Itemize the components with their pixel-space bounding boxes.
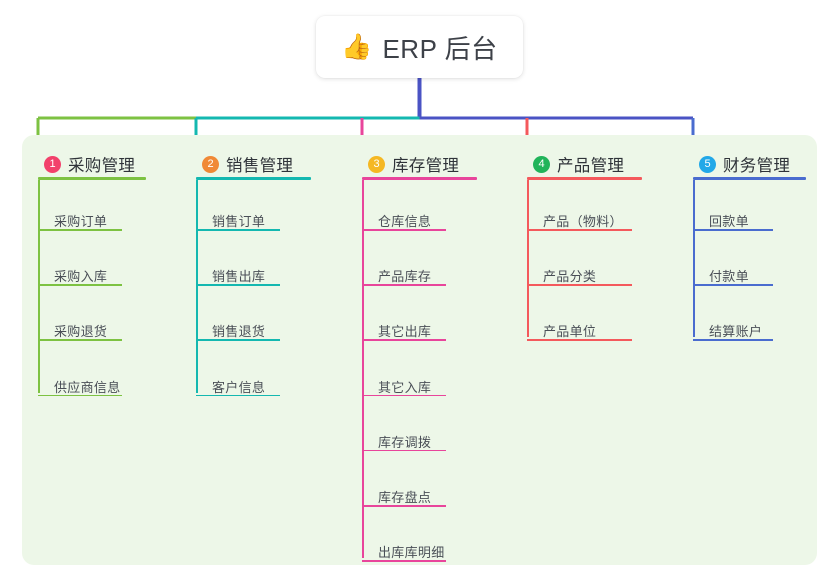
leaf-underline — [196, 394, 280, 397]
column-number-badge: 1 — [44, 155, 61, 173]
thumbs-up-icon: 👍 — [341, 32, 373, 61]
leaf-underline — [527, 339, 632, 341]
leaf-item[interactable]: 产品单位 — [543, 324, 597, 340]
leaf-underline — [38, 229, 122, 231]
column-underline — [38, 177, 146, 180]
leaf-item[interactable]: 其它入库 — [378, 379, 432, 395]
column-spine — [38, 180, 40, 393]
leaf-underline — [362, 449, 446, 452]
leaf-underline — [527, 284, 632, 286]
leaf-item[interactable]: 产品库存 — [378, 269, 432, 285]
leaf-underline — [362, 394, 446, 397]
leaf-underline — [527, 229, 632, 231]
column-spine — [196, 180, 198, 393]
column-title: 产品管理 — [557, 157, 625, 175]
leaf-item[interactable]: 供应商信息 — [54, 379, 121, 395]
leaf-item[interactable]: 采购退货 — [54, 324, 108, 340]
leaf-underline — [196, 284, 280, 286]
leaf-item[interactable]: 产品分类 — [543, 269, 597, 285]
column-header-产品管理[interactable]: 4 产品管理 — [533, 152, 624, 176]
leaf-underline — [362, 229, 446, 231]
column-underline — [362, 177, 477, 180]
leaf-item[interactable]: 产品（物料） — [543, 214, 623, 229]
leaf-item[interactable]: 库存调拨 — [378, 434, 432, 450]
column-title: 采购管理 — [68, 157, 136, 175]
leaf-underline — [38, 284, 122, 286]
leaf-item[interactable]: 采购订单 — [54, 214, 108, 229]
column-number-badge: 5 — [699, 155, 716, 173]
column-title: 库存管理 — [392, 157, 460, 175]
column-title: 财务管理 — [723, 157, 791, 175]
column-number-badge: 4 — [533, 155, 550, 173]
leaf-underline — [362, 284, 446, 286]
leaf-underline — [362, 339, 446, 341]
column-number-badge: 2 — [202, 155, 219, 173]
leaf-underline — [196, 339, 280, 341]
leaf-underline — [38, 339, 122, 341]
leaf-item[interactable]: 回款单 — [709, 214, 749, 229]
column-header-财务管理[interactable]: 5 财务管理 — [699, 152, 790, 176]
leaf-underline — [196, 229, 280, 231]
column-header-销售管理[interactable]: 2 销售管理 — [202, 152, 293, 176]
branches-panel — [22, 135, 817, 565]
leaf-item[interactable]: 出库库明细 — [378, 545, 445, 561]
leaf-item[interactable]: 采购入库 — [54, 269, 108, 285]
column-spine — [693, 180, 695, 338]
leaf-item[interactable]: 客户信息 — [212, 379, 266, 395]
leaf-item[interactable]: 销售出库 — [212, 269, 266, 285]
column-header-库存管理[interactable]: 3 库存管理 — [368, 152, 459, 176]
root-node[interactable]: 👍 ERP 后台 — [316, 16, 523, 78]
leaf-underline — [693, 229, 773, 231]
column-underline — [693, 177, 806, 180]
leaf-underline — [362, 505, 446, 507]
column-title: 销售管理 — [226, 157, 294, 175]
leaf-item[interactable]: 其它出库 — [378, 324, 432, 340]
leaf-underline — [38, 394, 122, 397]
leaf-underline — [693, 339, 773, 341]
leaf-item[interactable]: 销售订单 — [212, 214, 266, 229]
leaf-item[interactable]: 付款单 — [709, 269, 749, 285]
leaf-item[interactable]: 结算账户 — [709, 324, 763, 340]
column-spine — [527, 180, 529, 338]
column-header-采购管理[interactable]: 1 采购管理 — [44, 152, 135, 176]
column-spine — [362, 180, 364, 559]
leaf-item[interactable]: 库存盘点 — [378, 490, 432, 505]
column-underline — [196, 177, 311, 180]
leaf-item[interactable]: 销售退货 — [212, 324, 266, 340]
leaf-underline — [362, 560, 446, 562]
leaf-item[interactable]: 仓库信息 — [378, 214, 432, 229]
column-underline — [527, 177, 642, 180]
leaf-underline — [693, 284, 773, 286]
root-title: ERP 后台 — [382, 33, 498, 64]
column-number-badge: 3 — [368, 155, 385, 173]
